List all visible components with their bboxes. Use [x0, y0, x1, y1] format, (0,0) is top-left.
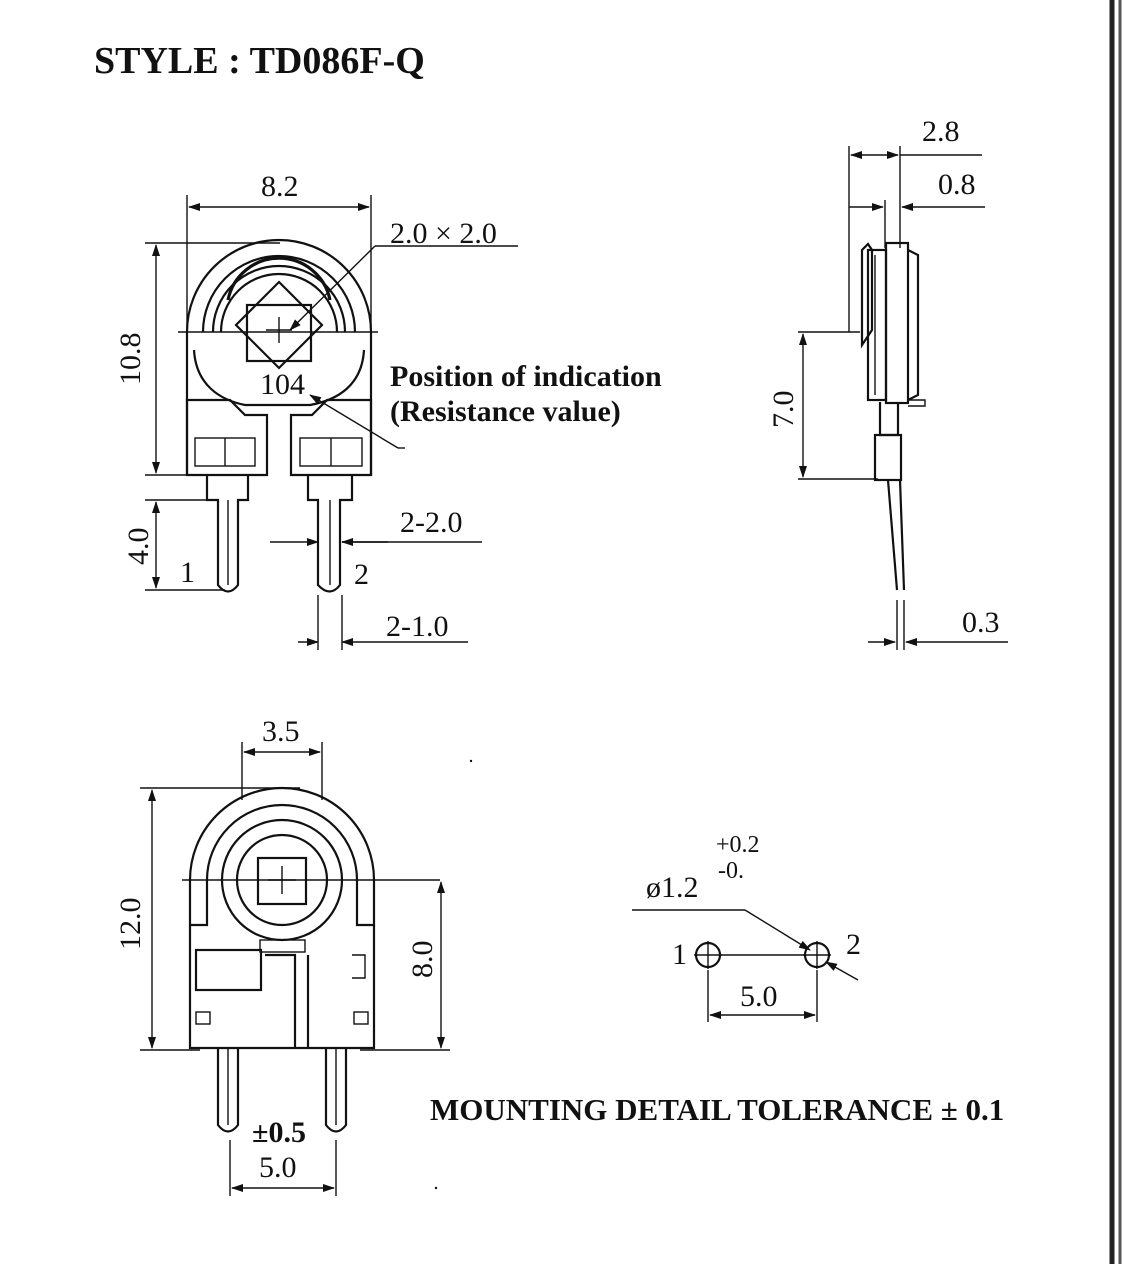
slot-width-label: 3.5 [262, 715, 300, 748]
mount-pin2-label: 2 [846, 928, 861, 961]
pin2-label: 2 [354, 558, 369, 591]
hole-diameter-label: ø1.2 [646, 871, 699, 904]
plate-label: 0.8 [938, 168, 976, 201]
dim-height-label: 10.8 [114, 333, 147, 386]
page-title: STYLE : TD086F-Q [94, 40, 425, 82]
side-dimensions [799, 151, 1008, 646]
front-dimensions [145, 195, 518, 650]
center-height-label: 8.0 [406, 941, 439, 979]
dim-width-label: 8.2 [261, 170, 299, 203]
rear-height-label: 12.0 [114, 898, 147, 951]
hole-tol-plus: +0.2 [716, 832, 760, 858]
rear-dimensions [140, 742, 450, 1196]
page-edge [1109, 0, 1122, 1264]
pin-tip-label: 2-1.0 [386, 610, 449, 643]
rear-view [182, 786, 440, 1133]
depth-label: 2.8 [922, 115, 960, 148]
indication-note-line2: (Resistance value) [390, 395, 621, 428]
hole-tol-minus: -0. [718, 858, 744, 884]
side-height-label: 7.0 [767, 391, 800, 429]
marking-text: 104 [260, 368, 305, 401]
pin1-label: 1 [180, 556, 195, 589]
scan-speck [469, 759, 473, 763]
tolerance-note: MOUNTING DETAIL TOLERANCE ± 0.1 [430, 1092, 1004, 1127]
pin-length-label: 4.0 [122, 528, 155, 566]
mount-pitch-label: 5.0 [740, 980, 778, 1013]
scan-speck [434, 1186, 438, 1190]
mount-pin1-label: 1 [672, 938, 687, 971]
front-view [178, 238, 378, 593]
rear-pitch-label: 5.0 [259, 1151, 297, 1184]
pin-thickness-label: 0.3 [962, 606, 1000, 639]
pin-width-label: 2-2.0 [400, 506, 463, 539]
mounting-detail [632, 909, 859, 1022]
adjust-hole-label: 2.0 × 2.0 [390, 217, 497, 250]
side-view [798, 146, 926, 650]
pitch-tolerance-label: ±0.5 [252, 1116, 306, 1149]
indication-note-line1: Position of indication [390, 360, 662, 393]
